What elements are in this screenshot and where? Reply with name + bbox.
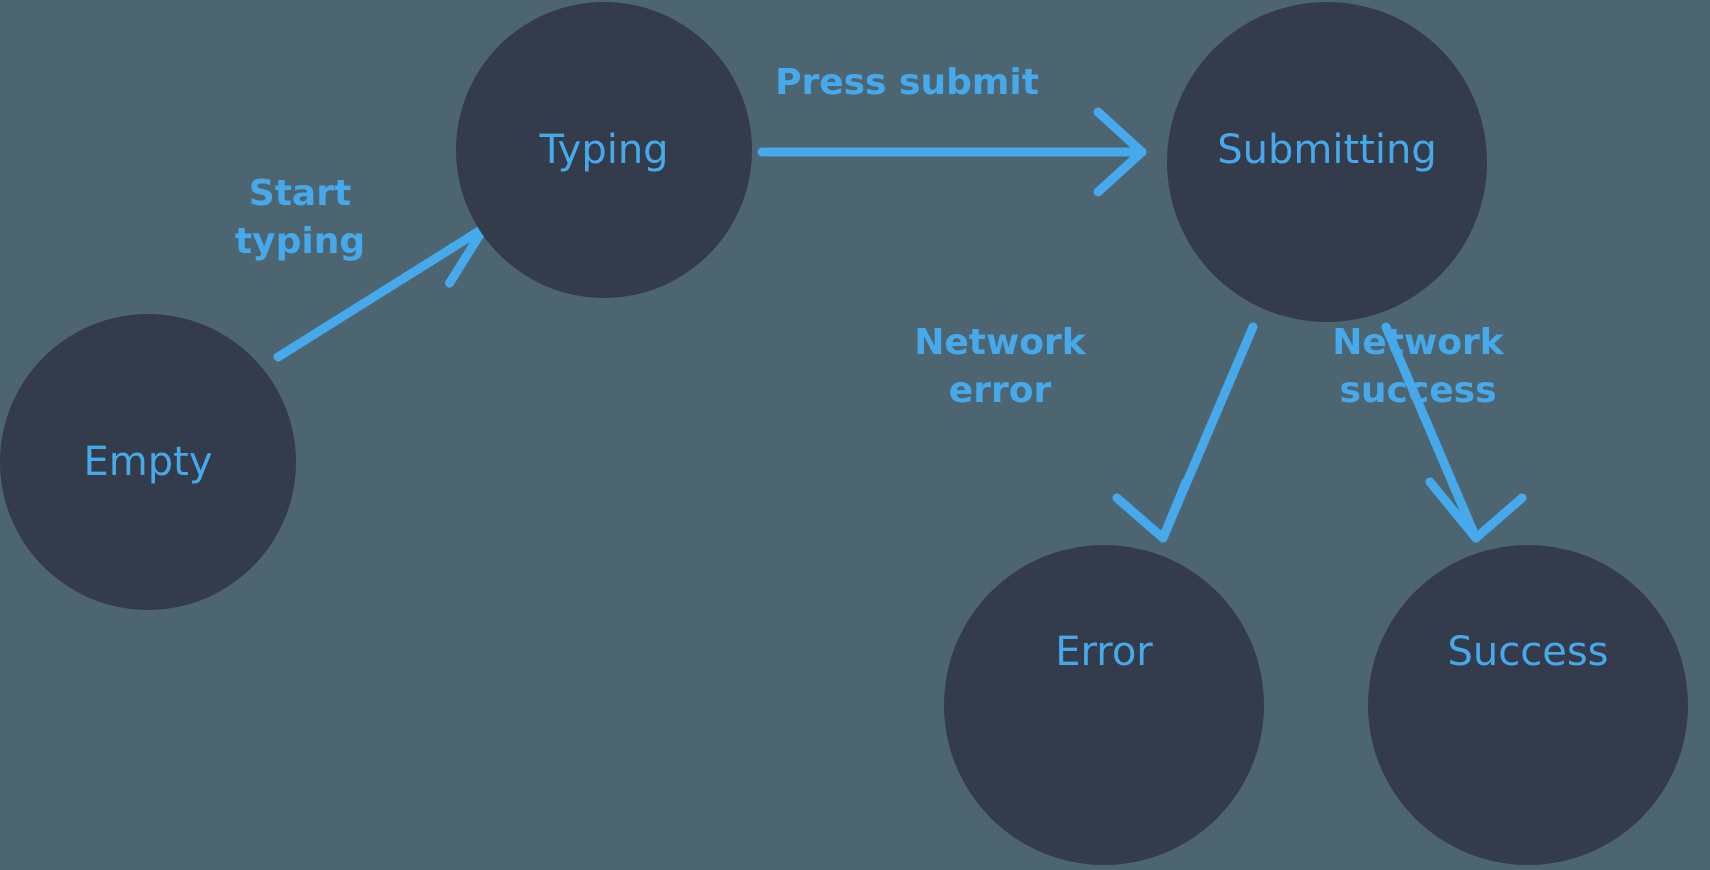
edge-label-network-success-line-2: success: [1339, 370, 1496, 411]
state-label-typing: Typing: [538, 127, 668, 173]
state-node-success[interactable]: Success: [1368, 545, 1688, 865]
state-circle-empty[interactable]: [0, 314, 296, 610]
edge-network-success: [1381, 322, 1527, 543]
edge-label-network-success-line-1: Network: [1332, 322, 1504, 363]
edge-label-network-success: Network success: [1332, 322, 1504, 411]
state-node-error[interactable]: Error: [944, 545, 1264, 865]
edge-line-start-typing: [273, 223, 489, 362]
state-node-submitting[interactable]: Submitting: [1167, 2, 1487, 322]
arrowhead-network-success: [1425, 477, 1527, 543]
edge-label-network-error: Network error: [914, 322, 1086, 411]
state-node-empty[interactable]: Empty: [0, 314, 296, 610]
edge-label-network-error-line-1: Network: [914, 322, 1086, 363]
edge-label-start-typing-line-1: Start: [249, 173, 351, 214]
edge-line-network-success: [1381, 322, 1481, 543]
edge-network-error: [1112, 322, 1258, 543]
state-label-success: Success: [1447, 629, 1608, 675]
state-circle-success[interactable]: [1368, 545, 1688, 865]
edge-label-start-typing: Start typing: [235, 173, 365, 262]
arrowhead-network-error: [1112, 477, 1191, 543]
state-node-typing[interactable]: Typing: [456, 2, 752, 298]
edge-label-press-submit-line-1: Press submit: [775, 62, 1039, 103]
edge-press-submit: [757, 107, 1147, 197]
edge-label-network-error-line-2: error: [949, 370, 1052, 411]
state-circle-submitting[interactable]: [1167, 2, 1487, 322]
arrowhead-press-submit: [1093, 107, 1147, 197]
state-circle-error[interactable]: [944, 545, 1264, 865]
edge-label-press-submit: Press submit: [775, 62, 1039, 103]
edge-label-start-typing-line-2: typing: [235, 221, 365, 262]
state-circle-typing[interactable]: [456, 2, 752, 298]
state-label-empty: Empty: [84, 439, 213, 485]
state-label-error: Error: [1055, 629, 1153, 675]
state-label-submitting: Submitting: [1217, 127, 1436, 173]
